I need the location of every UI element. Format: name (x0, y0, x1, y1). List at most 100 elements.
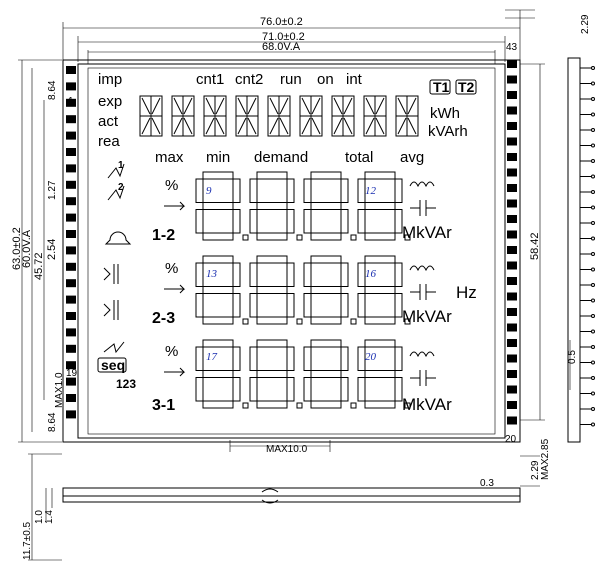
arrow-icon-3 (164, 367, 186, 377)
right-pin (507, 277, 517, 285)
unit-mkvar-3: MkVAr (402, 395, 452, 414)
lightning-icon (103, 341, 125, 354)
side-pin-tip (591, 391, 595, 396)
seven-seg-digit (357, 171, 411, 241)
side-pin-tip (591, 236, 595, 241)
blue-annotations: 9 12 13 16 17 20 (206, 185, 377, 363)
inductor-icon-1 (409, 181, 435, 188)
seven-seg-digit (303, 339, 357, 409)
left-pin (66, 197, 76, 206)
side-pin-tip (591, 267, 595, 272)
left-pin (66, 82, 76, 91)
left-pin-strip (66, 66, 76, 419)
capacitor-icon-2 (410, 284, 436, 300)
side-pin-tip (591, 298, 595, 303)
right-pin (507, 385, 517, 394)
left-icons: 1 2 seq 123 (97, 160, 136, 391)
right-pin (507, 292, 517, 301)
percent-1: % (165, 177, 178, 194)
bottom-margin-dim: 8.64 (47, 412, 58, 432)
pin-length-dim: 11.7±0.5 (22, 521, 33, 560)
right-pin (507, 137, 517, 146)
side-pin-tip (591, 360, 595, 365)
mode-max: max (155, 149, 184, 166)
phase-label-23: 2-3 (152, 310, 175, 327)
top-offset-dim: 2.29 (580, 14, 591, 34)
alnum-digit (139, 95, 163, 137)
mode-demand: demand (254, 149, 308, 166)
seven-seg-digit (357, 255, 411, 325)
side-pin-tip (591, 205, 595, 210)
max-bottom-dim: MAX10.0 (266, 444, 308, 455)
seven-seg-digit (195, 255, 249, 325)
right-pin (507, 339, 517, 347)
phase-label-31: 3-1 (152, 397, 175, 414)
mode-min: min (206, 149, 230, 166)
seven-seg-digit (195, 339, 249, 409)
side-pin-tip (591, 66, 595, 70)
phase-label-12: 1-2 (152, 227, 175, 244)
top-dimensions: 76.0±0.2 71.0±0.2 68.0V.A 2.29 (62, 9, 591, 64)
outer-width-dim: 76.0±0.2 (260, 16, 303, 28)
left-pin (66, 213, 76, 222)
arrow-icon-2 (164, 284, 186, 294)
left-pin (66, 377, 76, 386)
wave-icon-2 (107, 185, 125, 201)
right-pin (507, 261, 517, 270)
left-pin (66, 344, 76, 353)
left-pin (66, 66, 76, 74)
clearance-dim: 0.3 (480, 478, 494, 489)
right-pin (507, 60, 517, 68)
main-seven-segment-digits (195, 171, 411, 409)
right-pin (507, 323, 517, 332)
left-pin (66, 148, 76, 156)
left-pin (66, 115, 76, 124)
alnum-digit (331, 95, 355, 137)
side-pin-tip (591, 159, 595, 163)
label-imp: imp (98, 71, 122, 88)
unit-mkvar-1: MkVAr (402, 223, 452, 242)
seven-seg-digit (249, 171, 303, 241)
label-act: act (98, 113, 119, 130)
pin-pitch-dim: 1.27 (47, 180, 58, 200)
seven-seg-digit (195, 171, 249, 241)
right-units: MkVAr Hz MkVAr MkVAr (402, 181, 477, 414)
svg-text:1: 1 (118, 160, 124, 171)
unit-kvarh: kVArh (428, 123, 468, 140)
max1-dim: MAX1.0 (54, 372, 65, 408)
side-view-pins (567, 57, 595, 443)
glass-width-dim: 71.0±0.2 (262, 31, 305, 43)
capacitor-icon-1 (410, 200, 436, 216)
left-dimensions: 63.0±0.2 60.0V.A 45.72 2.54 1.27 8.64 8.… (11, 59, 65, 443)
digit-ref-9: 9 (206, 185, 212, 197)
arrow-icon-1 (164, 201, 186, 211)
right-pin (507, 91, 517, 99)
seven-seg-digit (249, 339, 303, 409)
alnum-digit (267, 95, 291, 137)
alnum-digit (395, 95, 419, 137)
pin-span-dim: 58.42 (529, 232, 541, 260)
pin-number-20: 20 (505, 434, 517, 445)
side-pin-tip (591, 407, 595, 411)
right-pin (507, 215, 517, 223)
label-cnt1: cnt1 (196, 71, 224, 88)
seven-seg-digit (249, 255, 303, 325)
top-alphanumeric-digits (139, 95, 419, 137)
view-height-dim: 60.0V.A (21, 229, 33, 268)
side-pin-tip (591, 143, 595, 148)
alnum-digit (299, 95, 323, 137)
unit-mkvar-2: MkVAr (402, 307, 452, 326)
side-pin-tip (591, 81, 595, 86)
view-width-dim: 68.0V.A (262, 41, 301, 53)
left-pin (66, 262, 76, 271)
side-dim-2: 1.4 (44, 510, 55, 524)
seq-box (97, 357, 127, 373)
left-pin (66, 164, 76, 173)
digit-ref-12: 12 (365, 185, 377, 197)
side-pin-tip (591, 174, 595, 179)
side-pin-tip (591, 252, 595, 256)
right-pin (507, 354, 517, 363)
left-pin (66, 410, 76, 419)
unit-kwh: kWh (430, 105, 460, 122)
side-pin-tip (591, 128, 595, 132)
